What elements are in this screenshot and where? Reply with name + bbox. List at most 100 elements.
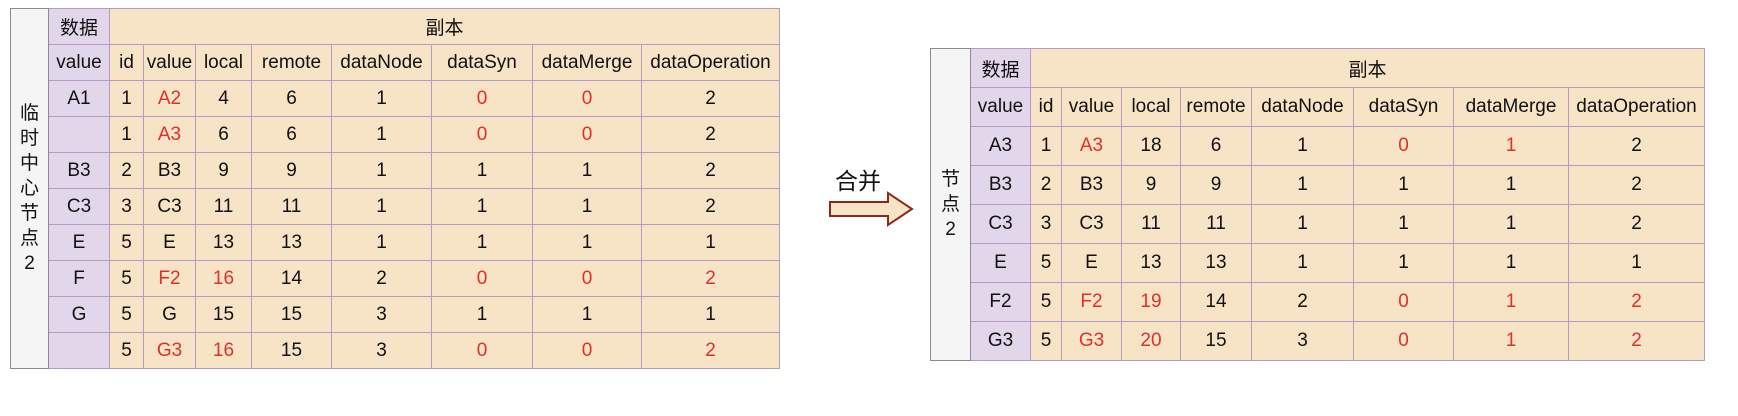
table-cell: 2 bbox=[641, 116, 780, 153]
table-cell: 1 bbox=[1453, 282, 1569, 322]
table-cell: 3 bbox=[331, 296, 432, 333]
table-cell: E bbox=[48, 224, 110, 261]
column-header: local bbox=[1121, 87, 1181, 127]
table-cell: 11 bbox=[1121, 204, 1181, 244]
table-cell: 0 bbox=[431, 332, 533, 369]
column-header: value bbox=[970, 87, 1031, 127]
table-cell: 3 bbox=[1251, 321, 1354, 361]
table-cell: E bbox=[1061, 243, 1122, 283]
table-cell: 3 bbox=[1030, 204, 1062, 244]
column-header: id bbox=[109, 44, 144, 81]
table-cell: 9 bbox=[251, 152, 332, 189]
table-cell: F2 bbox=[1061, 282, 1122, 322]
table-cell: 1 bbox=[1030, 126, 1062, 166]
table-cell: C3 bbox=[1061, 204, 1122, 244]
table-cell: 1 bbox=[641, 296, 780, 333]
table-cell: 9 bbox=[1180, 165, 1252, 205]
table-cell: 1 bbox=[1251, 126, 1354, 166]
table-cell: 1 bbox=[532, 152, 642, 189]
table-cell: 0 bbox=[532, 116, 642, 153]
table-cell: 1 bbox=[1453, 204, 1569, 244]
table-cell: 1 bbox=[1453, 321, 1569, 361]
column-header: dataNode bbox=[1251, 87, 1354, 127]
table-cell: 0 bbox=[1353, 282, 1454, 322]
table-cell: 15 bbox=[195, 296, 252, 333]
table-cell: 6 bbox=[195, 116, 252, 153]
column-header: dataOperation bbox=[1568, 87, 1705, 127]
column-header: id bbox=[1030, 87, 1062, 127]
table-cell: 2 bbox=[331, 260, 432, 297]
table-cell: 1 bbox=[1453, 126, 1569, 166]
table-cell: 1 bbox=[331, 188, 432, 225]
table-cell: B3 bbox=[143, 152, 196, 189]
table-cell: 2 bbox=[1568, 165, 1705, 205]
table-cell: 1 bbox=[1453, 243, 1569, 283]
table-cell: 5 bbox=[1030, 243, 1062, 283]
column-header: value bbox=[143, 44, 196, 81]
table-cell: 1 bbox=[431, 188, 533, 225]
table-cell: C3 bbox=[970, 204, 1031, 244]
table-cell: 11 bbox=[1180, 204, 1252, 244]
table-cell: 1 bbox=[109, 116, 144, 153]
table-cell: 2 bbox=[1251, 282, 1354, 322]
table-cell: 11 bbox=[195, 188, 252, 225]
table-cell: 3 bbox=[331, 332, 432, 369]
table-cell: 1 bbox=[1353, 243, 1454, 283]
table-cell: 0 bbox=[532, 332, 642, 369]
table-row: 1 A3 6 6 1 0 0 2 bbox=[11, 116, 780, 153]
table-cell: 16 bbox=[195, 332, 252, 369]
table-cell: 1 bbox=[532, 296, 642, 333]
table-cell: F2 bbox=[143, 260, 196, 297]
table-cell: 20 bbox=[1121, 321, 1181, 361]
table-cell: 2 bbox=[641, 152, 780, 189]
table-cell: 2 bbox=[641, 332, 780, 369]
table-cell: 5 bbox=[109, 260, 144, 297]
table-cell: 1 bbox=[109, 80, 144, 117]
table-cell: 6 bbox=[1180, 126, 1252, 166]
table-cell: 1 bbox=[1353, 204, 1454, 244]
table-cell: 1 bbox=[532, 188, 642, 225]
table-cell: 9 bbox=[195, 152, 252, 189]
table-cell: 1 bbox=[431, 296, 533, 333]
table-cell: 2 bbox=[641, 80, 780, 117]
table-row: C3 3 C3 11 11 1 1 1 2 bbox=[931, 204, 1705, 244]
table-cell: 2 bbox=[1568, 321, 1705, 361]
table-cell: E bbox=[143, 224, 196, 261]
table-cell: 5 bbox=[109, 296, 144, 333]
column-header: dataMerge bbox=[532, 44, 642, 81]
table-cell: 13 bbox=[251, 224, 332, 261]
merge-label: 合并 bbox=[835, 168, 881, 194]
table-row: B3 2 B3 9 9 1 1 1 2 bbox=[11, 152, 780, 189]
column-header: dataMerge bbox=[1453, 87, 1569, 127]
table-cell: 2 bbox=[1568, 204, 1705, 244]
table-cell: A3 bbox=[143, 116, 196, 153]
table-cell: B3 bbox=[48, 152, 110, 189]
table-cell: 1 bbox=[1568, 243, 1705, 283]
table-cell: 1 bbox=[1353, 165, 1454, 205]
table-row: G3 5 G3 20 15 3 0 1 2 bbox=[931, 321, 1705, 361]
column-header: remote bbox=[251, 44, 332, 81]
table-cell: 9 bbox=[1121, 165, 1181, 205]
table-cell: 2 bbox=[1568, 126, 1705, 166]
table-cell: 11 bbox=[251, 188, 332, 225]
table-cell: 16 bbox=[195, 260, 252, 297]
table-cell: 1 bbox=[331, 80, 432, 117]
table-cell: 1 bbox=[1453, 165, 1569, 205]
table-row: G 5 G 15 15 3 1 1 1 bbox=[11, 296, 780, 333]
table-cell: 15 bbox=[251, 332, 332, 369]
table-cell: 1 bbox=[331, 224, 432, 261]
table-row: E 5 E 13 13 1 1 1 1 bbox=[931, 243, 1705, 283]
table-cell: A2 bbox=[143, 80, 196, 117]
table-cell: 0 bbox=[1353, 126, 1454, 166]
table-cell: 5 bbox=[109, 332, 144, 369]
column-header: dataNode bbox=[331, 44, 432, 81]
table-cell bbox=[48, 116, 110, 153]
table-cell: 1 bbox=[641, 224, 780, 261]
table-cell: 14 bbox=[1180, 282, 1252, 322]
table-cell: 19 bbox=[1121, 282, 1181, 322]
table-cell: 6 bbox=[251, 80, 332, 117]
